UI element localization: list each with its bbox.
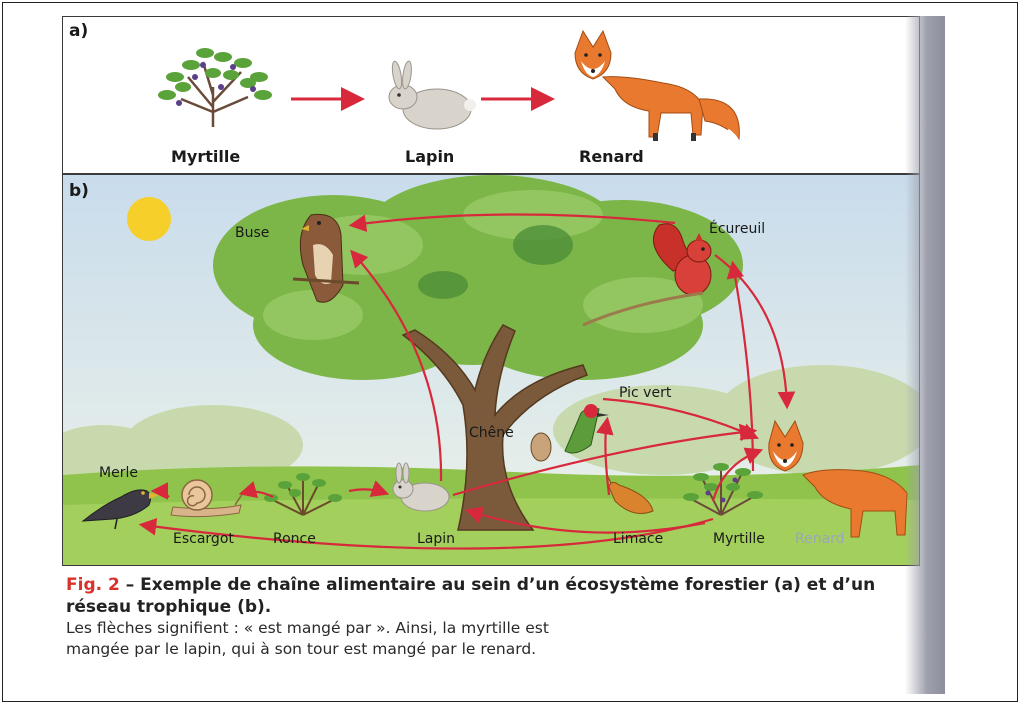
myrtille-bush-icon bbox=[158, 48, 272, 127]
label-escargot: Escargot bbox=[173, 531, 234, 547]
label-limace: Limace bbox=[613, 531, 663, 547]
panel-b-letter: b) bbox=[69, 181, 89, 201]
scan-shadow bbox=[905, 16, 945, 694]
label-ecureuil: Écureuil bbox=[709, 221, 765, 237]
panel-a-letter: a) bbox=[69, 21, 88, 41]
renard-fox-icon bbox=[575, 31, 739, 141]
figure-caption: Fig. 2 – Exemple de chaîne alimentaire a… bbox=[66, 574, 916, 660]
label-lapin: Lapin bbox=[417, 531, 455, 547]
caption-title: Fig. 2 – Exemple de chaîne alimentaire a… bbox=[66, 574, 916, 618]
label-ronce: Ronce bbox=[273, 531, 316, 547]
panel-a-food-chain: a) bbox=[62, 16, 920, 174]
label-renard: Renard bbox=[795, 531, 845, 547]
caption-line-4: mangée par le lapin, qui à son tour est … bbox=[66, 639, 916, 660]
chain-label-lapin: Lapin bbox=[405, 147, 454, 166]
panel-b-illustration bbox=[63, 175, 920, 566]
lapin-rabbit-icon bbox=[389, 61, 476, 129]
panel-b-food-web: b) Buse Écureuil Pic vert Chêne Merle Es… bbox=[62, 174, 920, 566]
label-chene: Chêne bbox=[469, 425, 514, 441]
label-myrtille: Myrtille bbox=[713, 531, 765, 547]
chain-label-myrtille: Myrtille bbox=[171, 147, 240, 166]
caption-fig-number: Fig. 2 bbox=[66, 575, 120, 595]
sun-icon bbox=[127, 197, 171, 241]
label-pic-vert: Pic vert bbox=[619, 385, 671, 401]
caption-line-3: Les flèches signifient : « est mangé par… bbox=[66, 618, 916, 639]
chain-label-renard: Renard bbox=[579, 147, 644, 166]
label-merle: Merle bbox=[99, 465, 138, 481]
caption-title-text: – Exemple de chaîne alimentaire au sein … bbox=[66, 575, 875, 617]
label-buse: Buse bbox=[235, 225, 269, 241]
